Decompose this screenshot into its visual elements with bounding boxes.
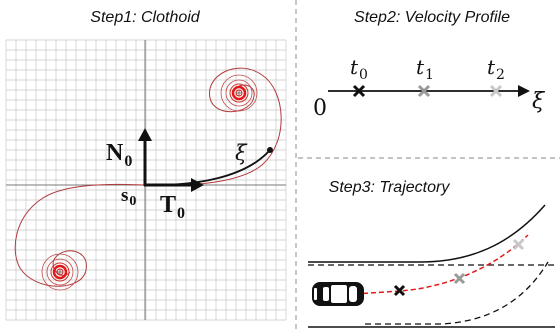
trajectory-marker-t1 (453, 272, 466, 285)
car-icon (312, 282, 364, 306)
clothoid-title: Step1: Clothoid (90, 9, 201, 26)
velocity-title: Step2: Velocity Profile (354, 9, 510, 26)
xi-label: ξ (235, 141, 248, 165)
velocity-axis-arrowhead (518, 85, 530, 97)
svg-text:t2: t2 (487, 55, 505, 83)
segment-end-point (267, 147, 273, 153)
normal-arrowhead (138, 128, 152, 141)
clothoid-curve (14, 67, 282, 287)
velocity-origin: 0 (313, 96, 327, 121)
trajectory-title: Step3: Trajectory (329, 179, 451, 196)
velocity-axis-label: ξ (532, 89, 546, 114)
road-upper-boundary (308, 204, 546, 263)
normal-label: N0 (106, 140, 132, 170)
trajectory-panel: Step3: Trajectory (308, 179, 555, 328)
velocity-panel: Step2: Velocity Profile 0 ξ t0 t1 t2 (313, 9, 546, 121)
start-label: s0 (121, 185, 136, 209)
trajectory-marker-t0 (393, 284, 406, 297)
svg-text:t1: t1 (416, 55, 434, 83)
road-exit-line (365, 261, 549, 325)
tangent-arrowhead (191, 178, 204, 192)
clothoid-panel: Step1: Clothoid (5, 9, 287, 321)
tick-t2: t2 (487, 55, 505, 98)
upper-spiral-core (220, 74, 258, 112)
tangent-label: T0 (160, 192, 185, 222)
tick-t1: t1 (416, 55, 434, 98)
tick-t0: t0 (350, 55, 368, 98)
lower-spiral-core (41, 253, 79, 291)
trajectory-marker-t2 (512, 238, 525, 251)
svg-text:t0: t0 (350, 55, 368, 83)
